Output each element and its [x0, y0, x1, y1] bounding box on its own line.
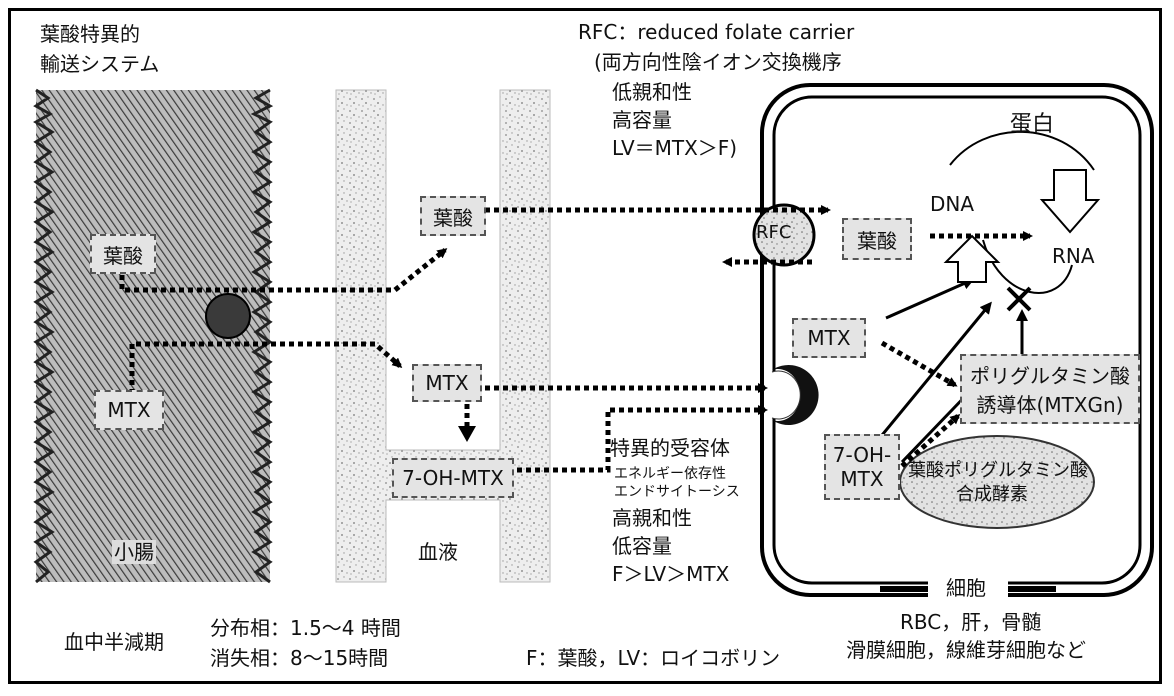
rna-label: RNA [1052, 244, 1095, 268]
cell-label: 細胞 [946, 576, 986, 600]
enzyme-line2: 合成酵素 [956, 484, 1028, 506]
enzyme-ellipse [900, 436, 1094, 528]
rfc-affinity: 低親和性 [612, 80, 692, 104]
intestine-label: 小腸 [112, 540, 156, 564]
halflife-label: 血中半減期 [64, 630, 164, 654]
protein-label: 蛋白 [1010, 112, 1054, 138]
transport-system-title-1: 葉酸特異的 [40, 22, 140, 46]
enzyme-line1: 葉酸ポリグルタミン酸 [908, 460, 1088, 482]
receptor-affinity: 高親和性 [612, 506, 692, 530]
receptor-endocytosis: エンドサイトーシス [614, 484, 740, 501]
cell-folate-box: 葉酸 [842, 218, 912, 260]
rfc-circle-label: RFC [756, 222, 791, 244]
blood-label: 血液 [418, 540, 458, 564]
rfc-order: LV＝MTX＞F) [612, 136, 737, 160]
dna-label: DNA [930, 192, 974, 216]
abbreviation-legend: F：葉酸，LV：ロイコボリン [526, 646, 780, 670]
rfc-definition: RFC：reduced folate carrier [578, 20, 854, 44]
receptor-title: 特異的受容体 [610, 436, 730, 460]
blood-metabolite-box: 7-OH-MTX [392, 458, 514, 498]
intestine-folate-box: 葉酸 [90, 234, 156, 274]
receptor-order: F＞LV＞MTX [612, 562, 729, 586]
receptor-energy: エネルギー依存性 [614, 466, 726, 483]
receptor-capacity: 低容量 [612, 534, 672, 558]
cell-metabolite-line1: 7-OH- [833, 443, 892, 467]
cell-metabolite-line2: MTX [840, 467, 883, 491]
blood-folate-box: 葉酸 [420, 196, 486, 236]
transport-system-title-2: 輸送システム [40, 52, 159, 76]
cell-sites-line1: RBC，肝，骨髄 [900, 610, 1041, 634]
polyglutamate-line1: ポリグルタミン酸 [970, 360, 1130, 389]
intestine-mtx-box: MTX [94, 390, 164, 430]
polyglutamate-box: ポリグルタミン酸 誘導体(MTXGn) [960, 354, 1140, 424]
synthesis-cycle [946, 132, 1098, 310]
rfc-mechanism: (両方向性陰イオン交換機序 [594, 50, 842, 74]
intestinal-transporter [206, 294, 250, 338]
folate-receptor [772, 365, 819, 425]
blood-vessel [336, 90, 550, 582]
elimination-phase: 消失相：8〜15時間 [210, 646, 388, 670]
metabolism-arrow [458, 404, 476, 442]
polyglutamate-line2: 誘導体(MTXGn) [977, 389, 1124, 418]
blood-mtx-box: MTX [412, 364, 482, 402]
cell-mtx-box: MTX [792, 318, 866, 358]
cell-sites-line2: 滑膜細胞，線維芽細胞など [846, 638, 1086, 662]
rfc-capacity: 高容量 [612, 108, 672, 132]
cell-metabolite-box: 7-OH- MTX [824, 434, 900, 500]
distribution-phase: 分布相：1.5〜4 時間 [210, 616, 401, 640]
